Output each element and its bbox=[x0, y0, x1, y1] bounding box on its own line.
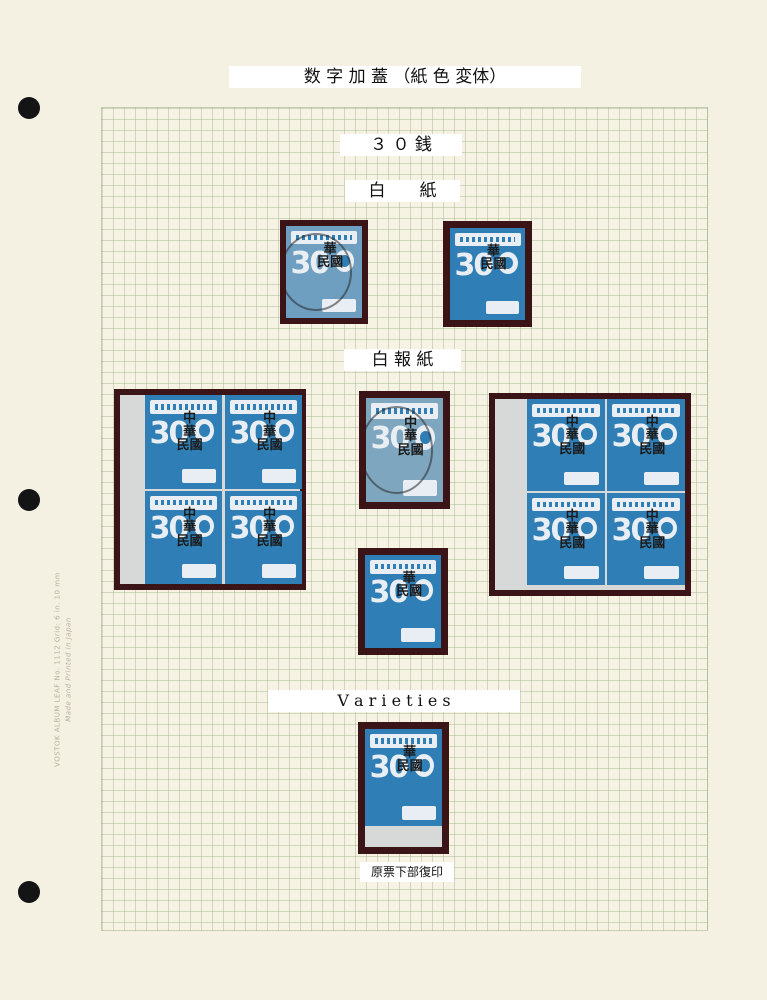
stamp-mount: 30 華民國 bbox=[358, 548, 448, 655]
binder-hole bbox=[18, 881, 40, 903]
stamp-mount: 30 華民國 bbox=[280, 220, 368, 324]
stamp-mount: 30 華民國 bbox=[443, 221, 532, 327]
page-title: 数 字 加 蓋 （紙 色 変体） bbox=[229, 66, 581, 88]
stamp-mount: 30 華民國 bbox=[358, 722, 449, 854]
section-white-newsprint: 白 報 紙 bbox=[344, 349, 461, 371]
section-white-paper: 白 紙 bbox=[345, 180, 460, 202]
album-imprint-line2: Made and Printed in Japan bbox=[64, 617, 73, 722]
stamp-variety: 30 華民國 bbox=[365, 729, 442, 826]
binder-hole bbox=[18, 489, 40, 511]
stamp-mint-newsprint: 30 華民國 bbox=[365, 555, 441, 648]
denomination-label: ３ ０ 銭 bbox=[340, 134, 462, 156]
section-varieties: V a r i e t i e s bbox=[268, 690, 520, 712]
variety-caption: 原票下部復印 bbox=[360, 862, 454, 882]
binder-hole bbox=[18, 97, 40, 119]
stamp-used-white-paper: 30 華民國 bbox=[286, 226, 362, 318]
stamp-used-newsprint: 30 中華民國 bbox=[366, 398, 443, 502]
stamp-mount: 30 中華民國 bbox=[359, 391, 450, 509]
stamp-mint-white-paper: 30 華民國 bbox=[450, 228, 525, 320]
album-imprint: VOSTOK ALBUM LEAF No. 1112 Grid: 6 in. 1… bbox=[54, 545, 73, 795]
album-imprint-line1: VOSTOK ALBUM LEAF No. 1112 Grid: 6 in. 1… bbox=[53, 572, 62, 767]
